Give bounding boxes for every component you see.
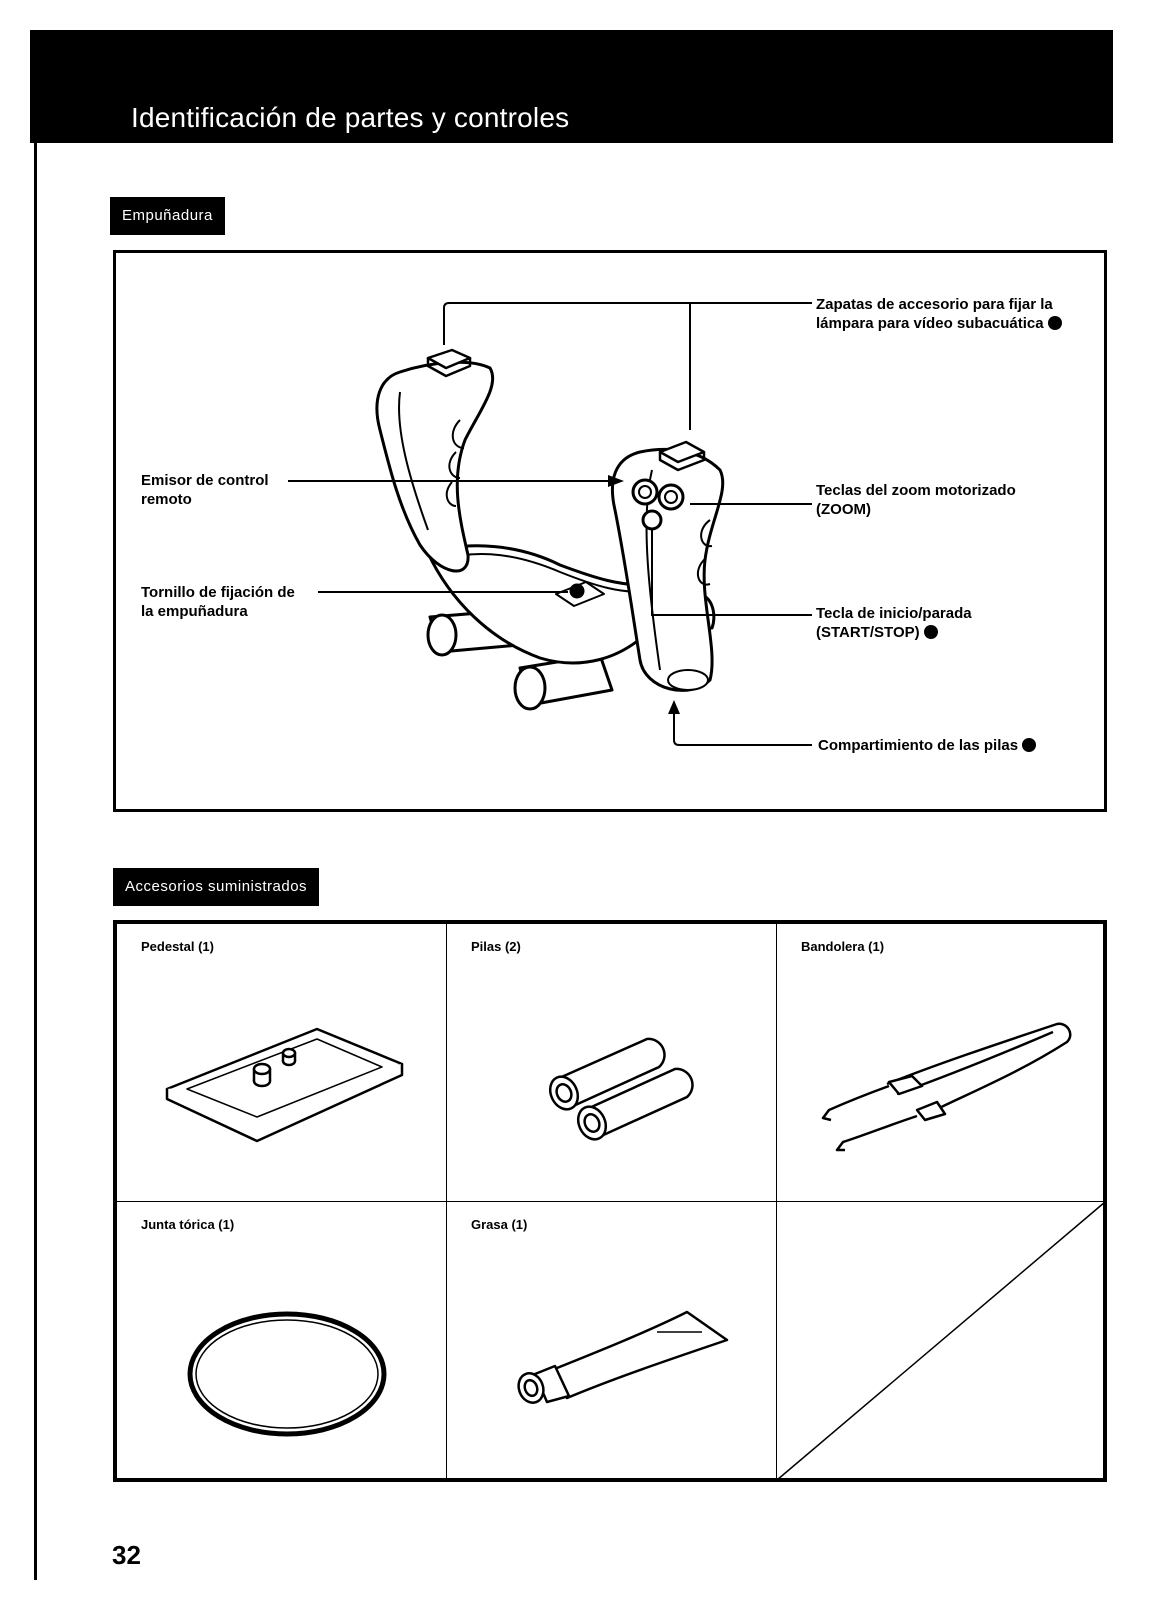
callout-start-stop-line1: Tecla de inicio/parada bbox=[816, 605, 972, 622]
grip-diagram-frame bbox=[113, 250, 1107, 812]
callout-grip-screw-line1: Tornillo de fijación de bbox=[141, 584, 295, 601]
pedestal-plate-icon bbox=[165, 1027, 404, 1143]
accessories-grid: Pedestal (1) Pilas (2) bbox=[113, 920, 1107, 1482]
accessory-label-strap: Bandolera (1) bbox=[801, 939, 885, 954]
callout-zoom-keys-line2: (ZOOM) bbox=[816, 501, 871, 518]
callout-battery-compartment-text: Compartimiento de las pilas bbox=[818, 737, 1019, 754]
o-ring-icon bbox=[187, 1311, 387, 1437]
callout-zoom-keys: Teclas del zoom motorizado (ZOOM) bbox=[816, 481, 1016, 519]
page-header-bar bbox=[30, 30, 1113, 143]
callout-battery-compartment: Compartimiento de las pilas bbox=[818, 736, 1037, 755]
grip-section-heading: Empuñadura bbox=[110, 197, 225, 235]
left-margin-rule bbox=[34, 140, 37, 1580]
accessory-label-batteries: Pilas (2) bbox=[471, 939, 521, 954]
accessories-section-heading: Accesorios suministrados bbox=[113, 868, 320, 906]
empty-cell-diagonal bbox=[776, 1201, 1106, 1481]
callout-start-stop-line2: (START/STOP) bbox=[816, 624, 920, 641]
accessory-cell-empty bbox=[776, 1201, 1106, 1481]
accessory-cell-pedestal: Pedestal (1) bbox=[116, 923, 447, 1202]
accessory-cell-strap: Bandolera (1) bbox=[776, 923, 1104, 1202]
callout-accessory-shoes-line2: lámpara para vídeo subacuática bbox=[816, 315, 1044, 332]
callout-start-stop-line2-wrap: (START/STOP) bbox=[816, 623, 972, 642]
callout-grip-screw-line2: la empuñadura bbox=[141, 603, 248, 620]
callout-accessory-shoes-line1: Zapatas de accesorio para fijar la bbox=[816, 296, 1053, 313]
batteries-icon bbox=[548, 1037, 694, 1141]
page-title: Identificación de partes y controles bbox=[131, 102, 570, 133]
grease-tube-icon bbox=[517, 1310, 729, 1404]
note-bullet-icon bbox=[1022, 738, 1037, 752]
shoulder-strap-icon bbox=[821, 1022, 1072, 1152]
accessory-label-o-ring: Junta tórica (1) bbox=[141, 1217, 235, 1232]
accessory-label-grease: Grasa (1) bbox=[471, 1217, 528, 1232]
callout-accessory-shoes-line2-wrap: lámpara para vídeo subacuática bbox=[816, 314, 1062, 333]
accessory-cell-grease: Grasa (1) bbox=[446, 1201, 777, 1479]
accessory-cell-o-ring: Junta tórica (1) bbox=[116, 1201, 447, 1479]
callout-remote-emitter-line2: remoto bbox=[141, 491, 192, 508]
callout-start-stop: Tecla de inicio/parada (START/STOP) bbox=[816, 604, 972, 642]
note-bullet-icon bbox=[923, 625, 938, 639]
note-bullet-icon bbox=[1047, 316, 1062, 330]
page-number: 32 bbox=[112, 1540, 141, 1570]
callout-zoom-keys-line1: Teclas del zoom motorizado bbox=[816, 482, 1016, 499]
callout-grip-screw: Tornillo de fijación de la empuñadura bbox=[141, 583, 295, 621]
callout-remote-emitter: Emisor de control remoto bbox=[141, 471, 269, 509]
accessory-cell-batteries: Pilas (2) bbox=[446, 923, 777, 1202]
accessory-label-pedestal: Pedestal (1) bbox=[141, 939, 214, 954]
callout-remote-emitter-line1: Emisor de control bbox=[141, 472, 269, 489]
callout-accessory-shoes: Zapatas de accesorio para fijar la lámpa… bbox=[816, 295, 1062, 333]
